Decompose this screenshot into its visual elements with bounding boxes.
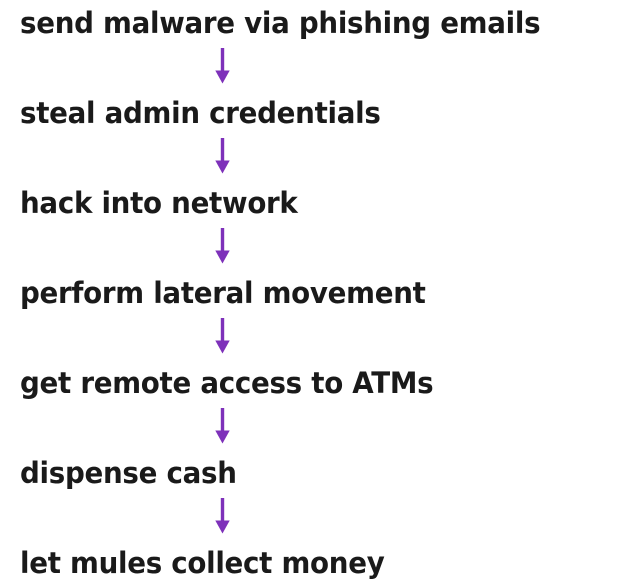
arrow-down-icon — [215, 138, 230, 174]
flow-connector — [0, 315, 623, 360]
flow-step: get remote access to ATMs — [0, 360, 623, 405]
arrow-down-icon — [215, 228, 230, 264]
flow-step-label: steal admin credentials — [20, 95, 381, 130]
arrow-down-icon — [215, 48, 230, 84]
flow-connector — [0, 495, 623, 540]
flow-step-label: perform lateral movement — [20, 275, 426, 310]
flow-connector — [0, 405, 623, 450]
flow-step-label: send malware via phishing emails — [20, 5, 541, 40]
arrow-down-icon — [215, 318, 230, 354]
flow-connector — [0, 225, 623, 270]
arrow-down-icon — [215, 408, 230, 444]
flow-step-label: get remote access to ATMs — [20, 365, 434, 400]
flow-step: perform lateral movement — [0, 270, 623, 315]
flow-step: let mules collect money — [0, 540, 623, 585]
flow-step: dispense cash — [0, 450, 623, 495]
flow-step-label: dispense cash — [20, 455, 237, 490]
flow-step: hack into network — [0, 180, 623, 225]
flow-step: send malware via phishing emails — [0, 0, 623, 45]
flow-step-label: let mules collect money — [20, 545, 385, 580]
flow-connector — [0, 135, 623, 180]
arrow-down-icon — [215, 498, 230, 534]
flow-step-label: hack into network — [20, 185, 298, 220]
flow-step: steal admin credentials — [0, 90, 623, 135]
flow-connector — [0, 45, 623, 90]
